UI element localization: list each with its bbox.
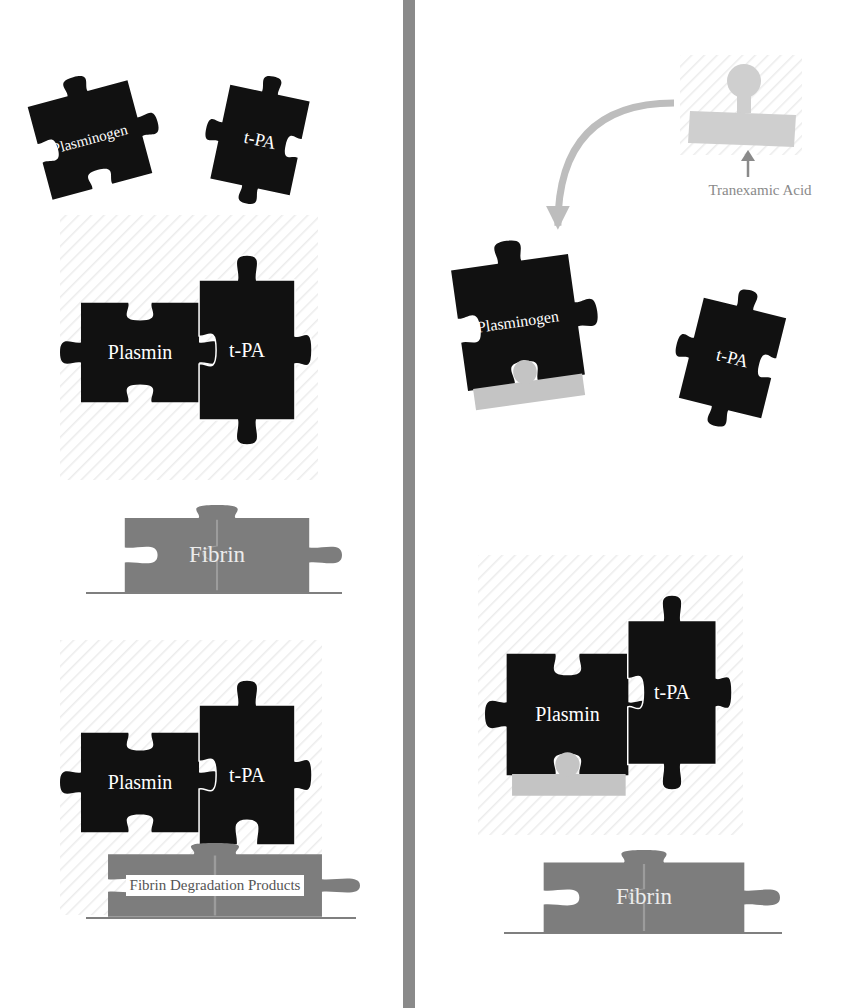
puzzle-piece: Plasmin [60, 715, 220, 850]
text-area: Fibrin [543, 862, 744, 932]
piece-shape [60, 303, 220, 403]
piece-shape [628, 595, 732, 790]
text-area: t-PA [210, 84, 310, 195]
piece-label: t-PA [229, 764, 265, 787]
base-line [86, 592, 342, 594]
text-area: Fibrin Degradation Products [87, 854, 342, 917]
curved-arrow [558, 103, 674, 226]
puzzle-piece: Fibrin Degradation Products [70, 843, 360, 928]
bound-drug [555, 752, 579, 776]
bound-drug [512, 774, 626, 796]
text-area: Plasmin [81, 733, 199, 833]
puzzle-piece: t-PA [182, 255, 312, 445]
text-area: t-PA [199, 705, 295, 846]
puzzle-piece: Plasminogen [427, 230, 608, 416]
piece-shape [660, 276, 791, 436]
piece-shape [544, 850, 780, 933]
stamp-base [688, 111, 796, 147]
piece-shape [448, 230, 606, 391]
puzzle-piece: Plasminogen [6, 59, 175, 221]
puzzle-piece: Tranexamic Acid [678, 55, 842, 205]
piece-label: t-PA [714, 344, 750, 372]
piece-label: Plasmin [535, 703, 599, 726]
piece-shape [199, 680, 312, 845]
text-area: Plasminogen [451, 254, 585, 391]
base-line [86, 917, 356, 919]
piece-shape [60, 733, 220, 833]
divider-bar [403, 0, 415, 1008]
puzzle-piece: Plasmin [60, 285, 220, 420]
piece-label: Plasminogen [476, 308, 560, 338]
puzzle-piece: Plasmin [485, 632, 650, 797]
pointer-arrow [741, 150, 755, 161]
stamp-head [727, 64, 761, 98]
hatched-panel [478, 555, 743, 835]
hatched-panel [60, 215, 318, 480]
drug-label: Tranexamic Acid [708, 182, 811, 199]
puzzle-piece: t-PA [193, 65, 328, 215]
text-area: Plasmin [506, 653, 628, 775]
piece-shape [125, 505, 342, 592]
text-area: t-PA [679, 297, 787, 418]
puzzle-piece: t-PA [612, 595, 732, 790]
puzzle-piece: Fibrin [92, 505, 342, 605]
piece-label: Fibrin Degradation Products [126, 875, 305, 896]
hatched-panel [680, 55, 802, 155]
text-area: Tranexamic Acid [678, 179, 842, 203]
piece-shape [193, 65, 314, 212]
piece-label: Fibrin [189, 542, 245, 568]
piece-label: Fibrin [616, 884, 672, 910]
text-area: Plasminogen [28, 80, 153, 200]
piece-shape [108, 843, 360, 917]
text-area: Plasmin [81, 303, 199, 403]
piece-label: Plasmin [108, 771, 172, 794]
text-area: Fibrin [125, 518, 310, 592]
puzzle-piece: Fibrin [508, 850, 780, 945]
piece-shape [23, 59, 170, 200]
piece-label: t-PA [229, 339, 265, 362]
text-area: t-PA [199, 280, 295, 421]
piece-label: t-PA [654, 681, 690, 704]
stamp-neck [737, 93, 751, 113]
pointer-arrow [747, 159, 750, 177]
piece-label: Plasmin [108, 341, 172, 364]
piece-label: t-PA [242, 127, 278, 154]
puzzle-piece: t-PA [660, 276, 805, 440]
puzzle-piece: t-PA [182, 680, 312, 870]
piece-label: Plasminogen [50, 122, 129, 159]
piece-shape [199, 255, 312, 445]
text-area: t-PA [628, 620, 717, 764]
bound-drug [512, 358, 539, 385]
